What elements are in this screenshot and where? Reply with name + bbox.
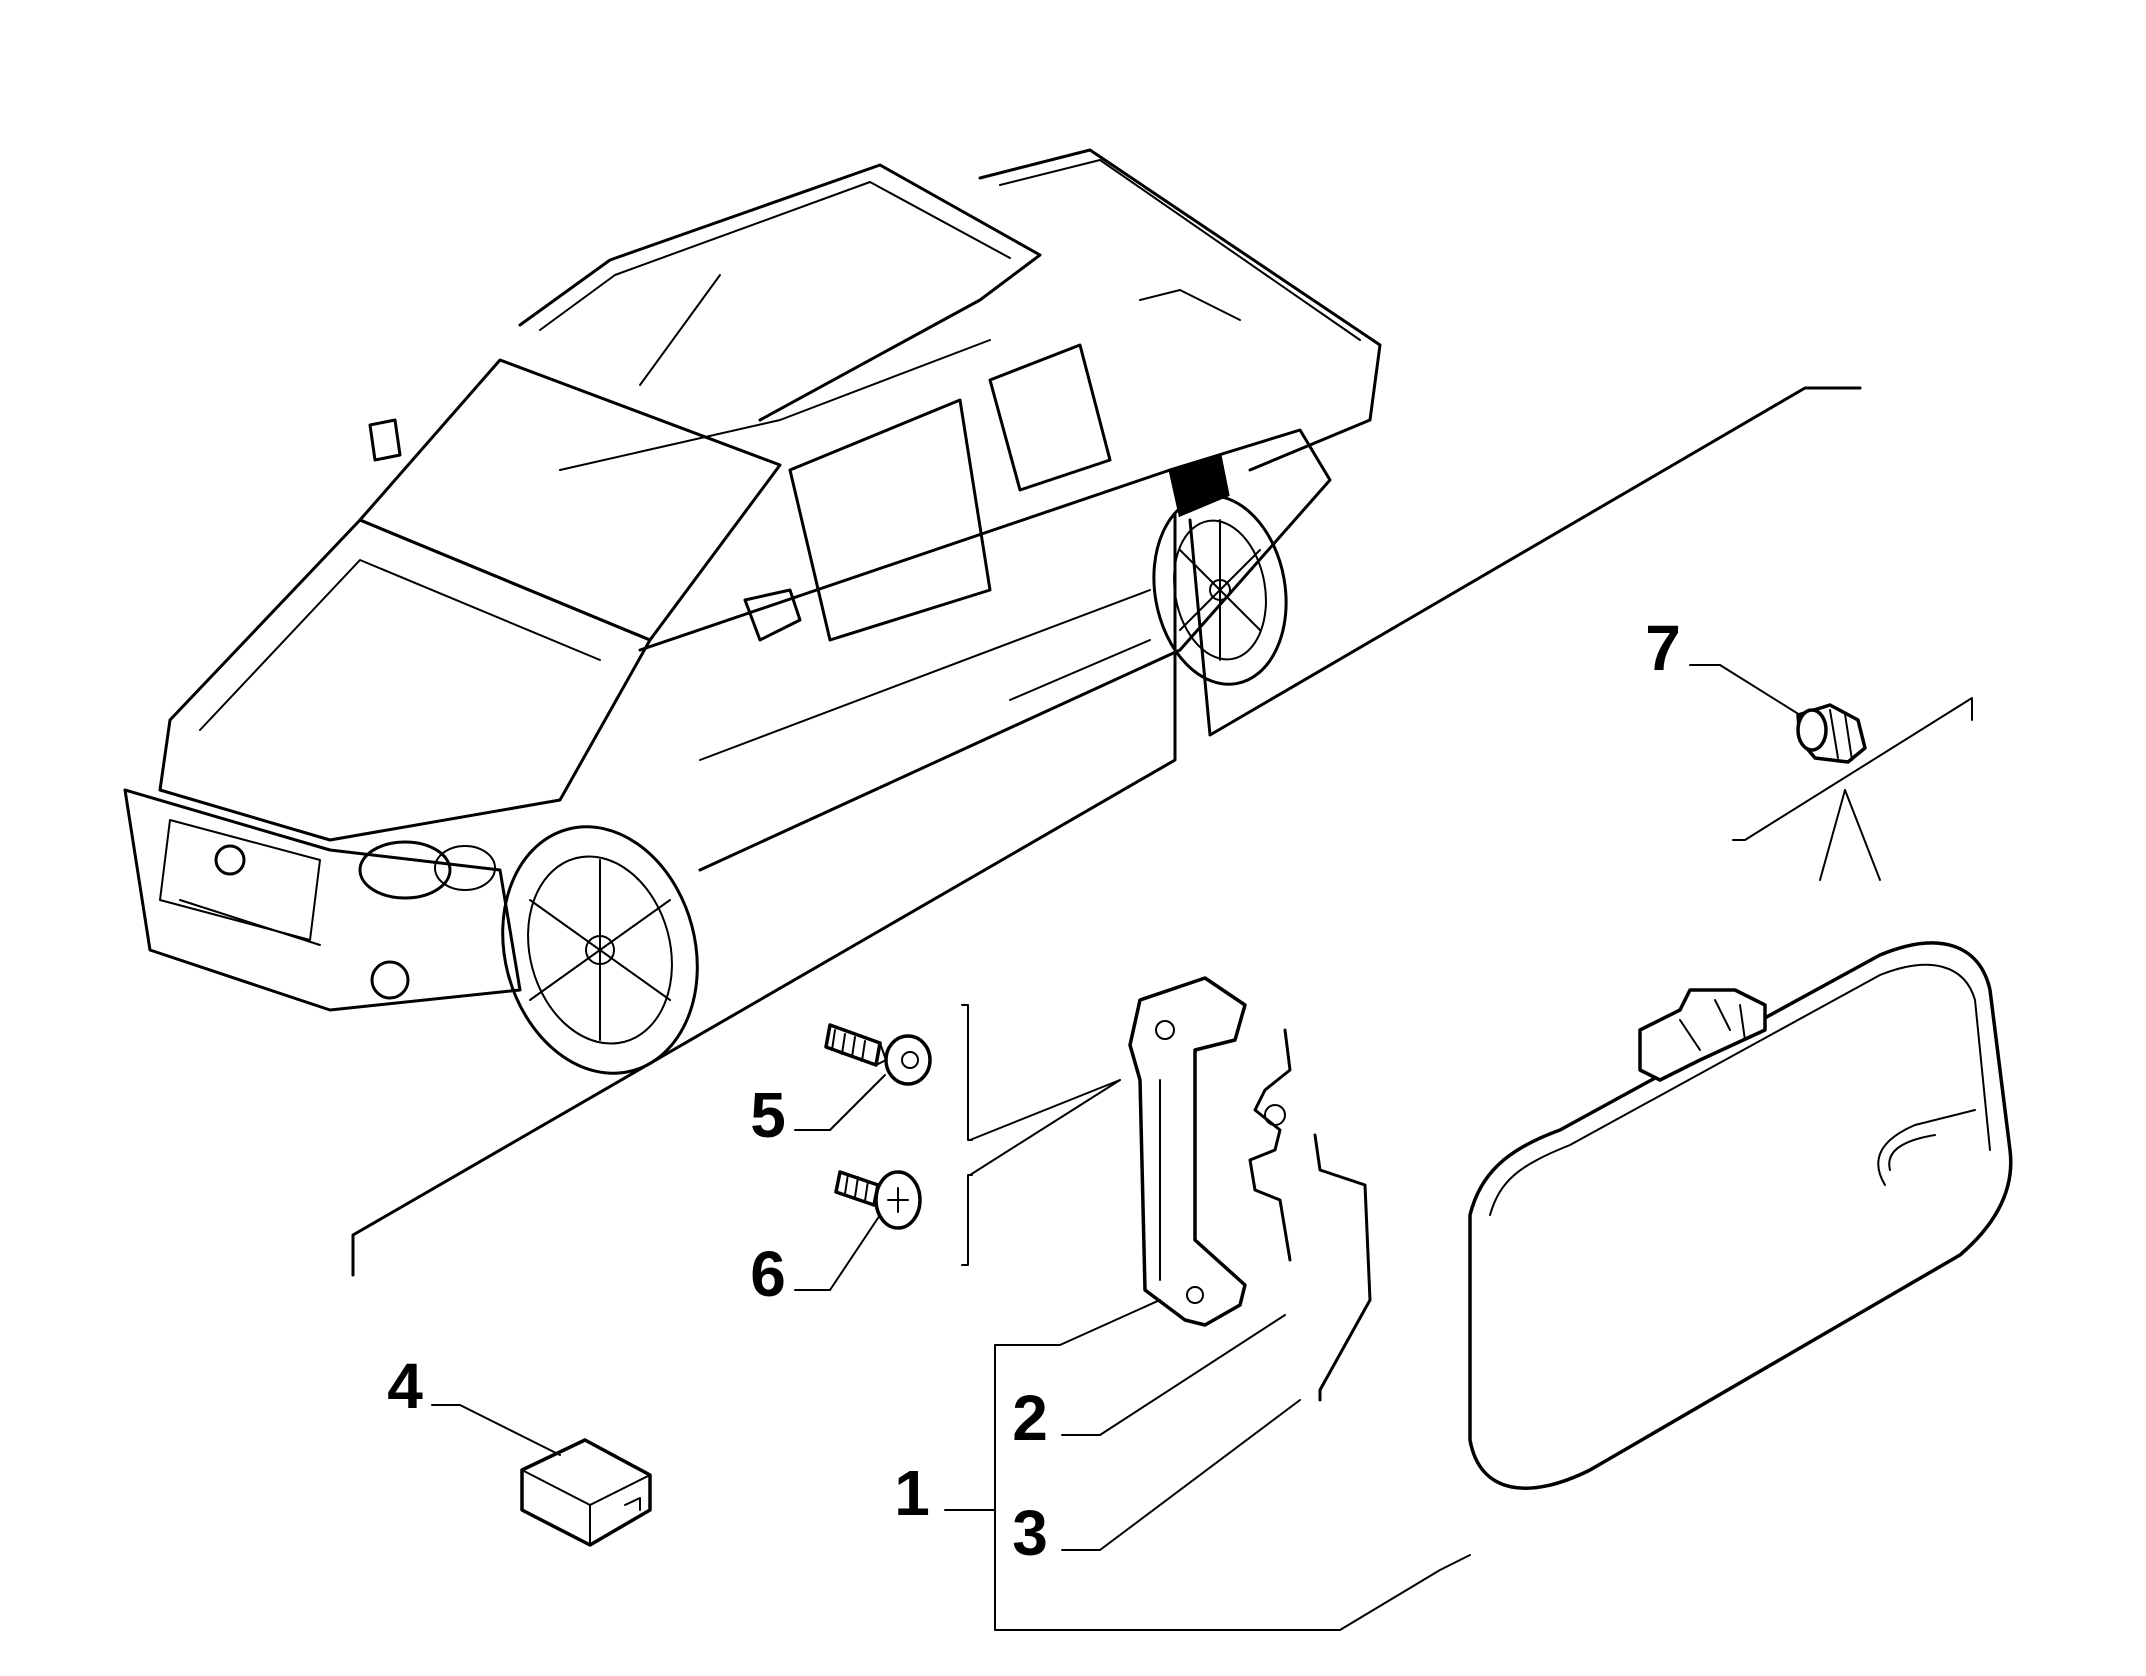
leader-lines <box>351 386 1973 1277</box>
callout-2: 2 <box>1012 1382 1048 1454</box>
fuel-door-highlight <box>1168 453 1230 518</box>
callout-3: 3 <box>1012 1497 1048 1569</box>
part-1-fuel-door <box>1468 941 2013 1490</box>
callout-1: 1 <box>894 1457 930 1529</box>
part-3-spring <box>1248 1028 1372 1402</box>
callout-5: 5 <box>750 1079 786 1151</box>
part-4-pad <box>520 1438 652 1547</box>
callouts: 1 2 3 4 5 6 7 <box>387 612 1801 1631</box>
callout-7: 7 <box>1645 612 1681 684</box>
part-2-hinge-bracket <box>1128 976 1247 1327</box>
part-7-bump-stop <box>1796 703 1867 764</box>
part-6-screw <box>834 1170 922 1230</box>
callout-4: 4 <box>387 1350 423 1422</box>
pickup-truck-illustration <box>123 148 1382 1075</box>
part-5-bolt <box>824 1023 932 1086</box>
callout-6: 6 <box>750 1238 786 1310</box>
